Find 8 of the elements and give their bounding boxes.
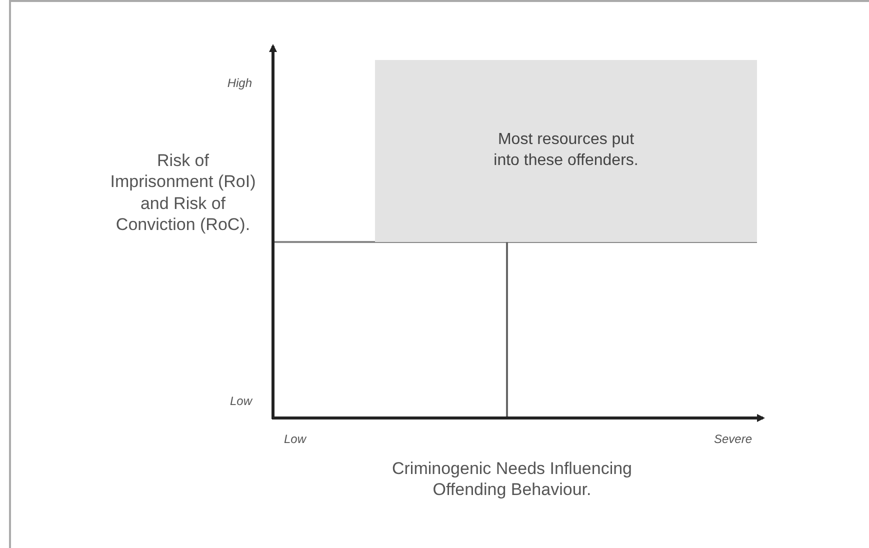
axis-tick-label: Severe: [712, 432, 752, 447]
x-axis-title: Criminogenic Needs Influencing Offending Behaviour.: [390, 458, 634, 500]
shaded-region: [375, 60, 757, 242]
y-axis-title: Risk of Imprisonment (RoI) and Risk of Conviction (RoC).: [109, 150, 257, 235]
axis-tick-label: Low: [228, 394, 252, 409]
region-text: Most resources put into these offenders.: [492, 130, 640, 171]
axis-tick-label: Low: [284, 432, 308, 447]
axis-tick-label: High: [226, 76, 252, 91]
